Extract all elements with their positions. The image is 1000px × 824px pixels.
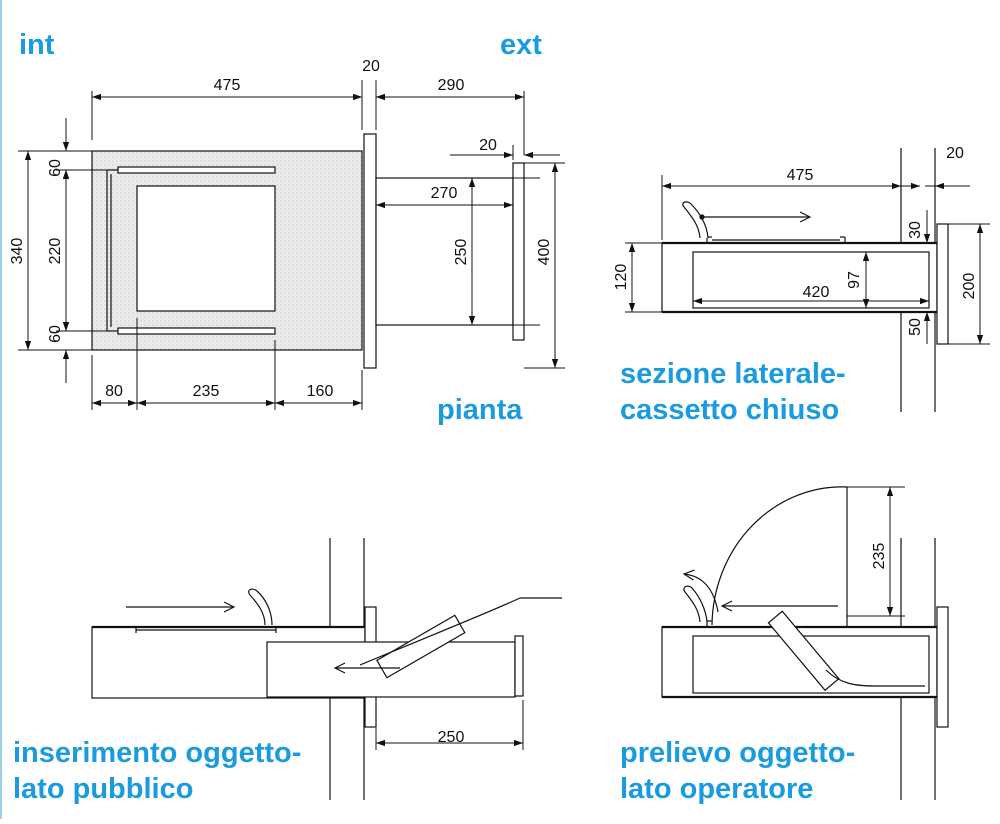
- label-prelievo-line1: prelievo oggetto-: [620, 737, 856, 769]
- dim-section-wall: 20: [946, 145, 964, 162]
- label-pianta: pianta: [437, 394, 523, 426]
- insert-cable: [359, 597, 562, 666]
- section-dimensions: [625, 175, 990, 345]
- section-dimension-labels: 475 20 30 120 97 420 200 50: [613, 145, 978, 336]
- pickup-lid-swing-arc: [711, 486, 848, 626]
- dim-plan-wall: 20: [362, 58, 380, 75]
- plan-drawer-opening: [136, 185, 276, 312]
- insert-object: [248, 588, 273, 626]
- dim-insert-travel: 250: [438, 729, 465, 746]
- section-object: [682, 201, 709, 239]
- plan-front-flange: [512, 162, 525, 341]
- dim-plan-mid: 220: [47, 238, 64, 265]
- dim-plan-drawer-height: 250: [453, 239, 470, 266]
- dim-plan-width-int: 475: [214, 77, 241, 94]
- dim-section-inner-height: 97: [846, 271, 863, 289]
- plan-dimensions: [18, 80, 565, 410]
- pickup-object: [683, 585, 708, 623]
- dim-plan-width-ext: 290: [438, 77, 465, 94]
- page-left-border: [0, 0, 2, 819]
- dim-plan-drawer-length: 270: [431, 185, 458, 202]
- pickup-dimensions: [847, 486, 905, 617]
- dim-section-plate-height: 200: [961, 273, 978, 300]
- plan-wall: [363, 133, 377, 369]
- insert-drawer-front: [514, 635, 524, 697]
- dim-section-top-gap: 30: [907, 221, 924, 239]
- plan-rail-bottom: [117, 327, 276, 335]
- label-int: int: [19, 29, 55, 61]
- dim-section-body-height: 120: [613, 264, 630, 291]
- plan-dimension-labels: 475 20 290 20 270 250 400 340 60 220 60 …: [9, 58, 553, 400]
- dim-plan-side-bottom: 60: [47, 325, 64, 343]
- label-sezione-line2: cassetto chiuso: [620, 394, 840, 426]
- pickup-hand-flap: [767, 610, 840, 692]
- dim-section-inner-length: 420: [803, 284, 830, 301]
- insert-dimensions: [375, 700, 524, 750]
- plan-view: [91, 133, 525, 369]
- dim-plan-front-height: 400: [536, 239, 553, 266]
- dim-plan-flange-ext: 20: [479, 137, 497, 154]
- label-ext: ext: [500, 29, 542, 61]
- dim-plan-bottom-mid: 235: [193, 383, 220, 400]
- dim-plan-bottom-right: 160: [307, 383, 334, 400]
- pickup-cable: [825, 669, 925, 687]
- section-front-plate: [936, 223, 949, 345]
- dim-pickup-lid-height: 235: [871, 543, 888, 570]
- label-inserimento-line1: inserimento oggetto-: [13, 737, 302, 769]
- insert-view: [91, 538, 562, 800]
- dim-plan-bottom-left: 80: [105, 383, 123, 400]
- pickup-front-plate: [936, 606, 949, 728]
- dim-section-length: 475: [787, 167, 814, 184]
- pickup-lift-arrow: [684, 574, 719, 613]
- dim-section-bottom-gap: 50: [907, 318, 924, 336]
- label-prelievo-line2: lato operatore: [620, 773, 814, 805]
- plan-rail-top: [117, 166, 276, 174]
- dim-plan-depth-total: 340: [9, 238, 26, 265]
- label-sezione-line1: sezione laterale-: [620, 358, 846, 390]
- dim-plan-side-top: 60: [47, 159, 64, 177]
- pickup-view: [661, 486, 949, 800]
- label-inserimento-line2: lato pubblico: [13, 773, 194, 805]
